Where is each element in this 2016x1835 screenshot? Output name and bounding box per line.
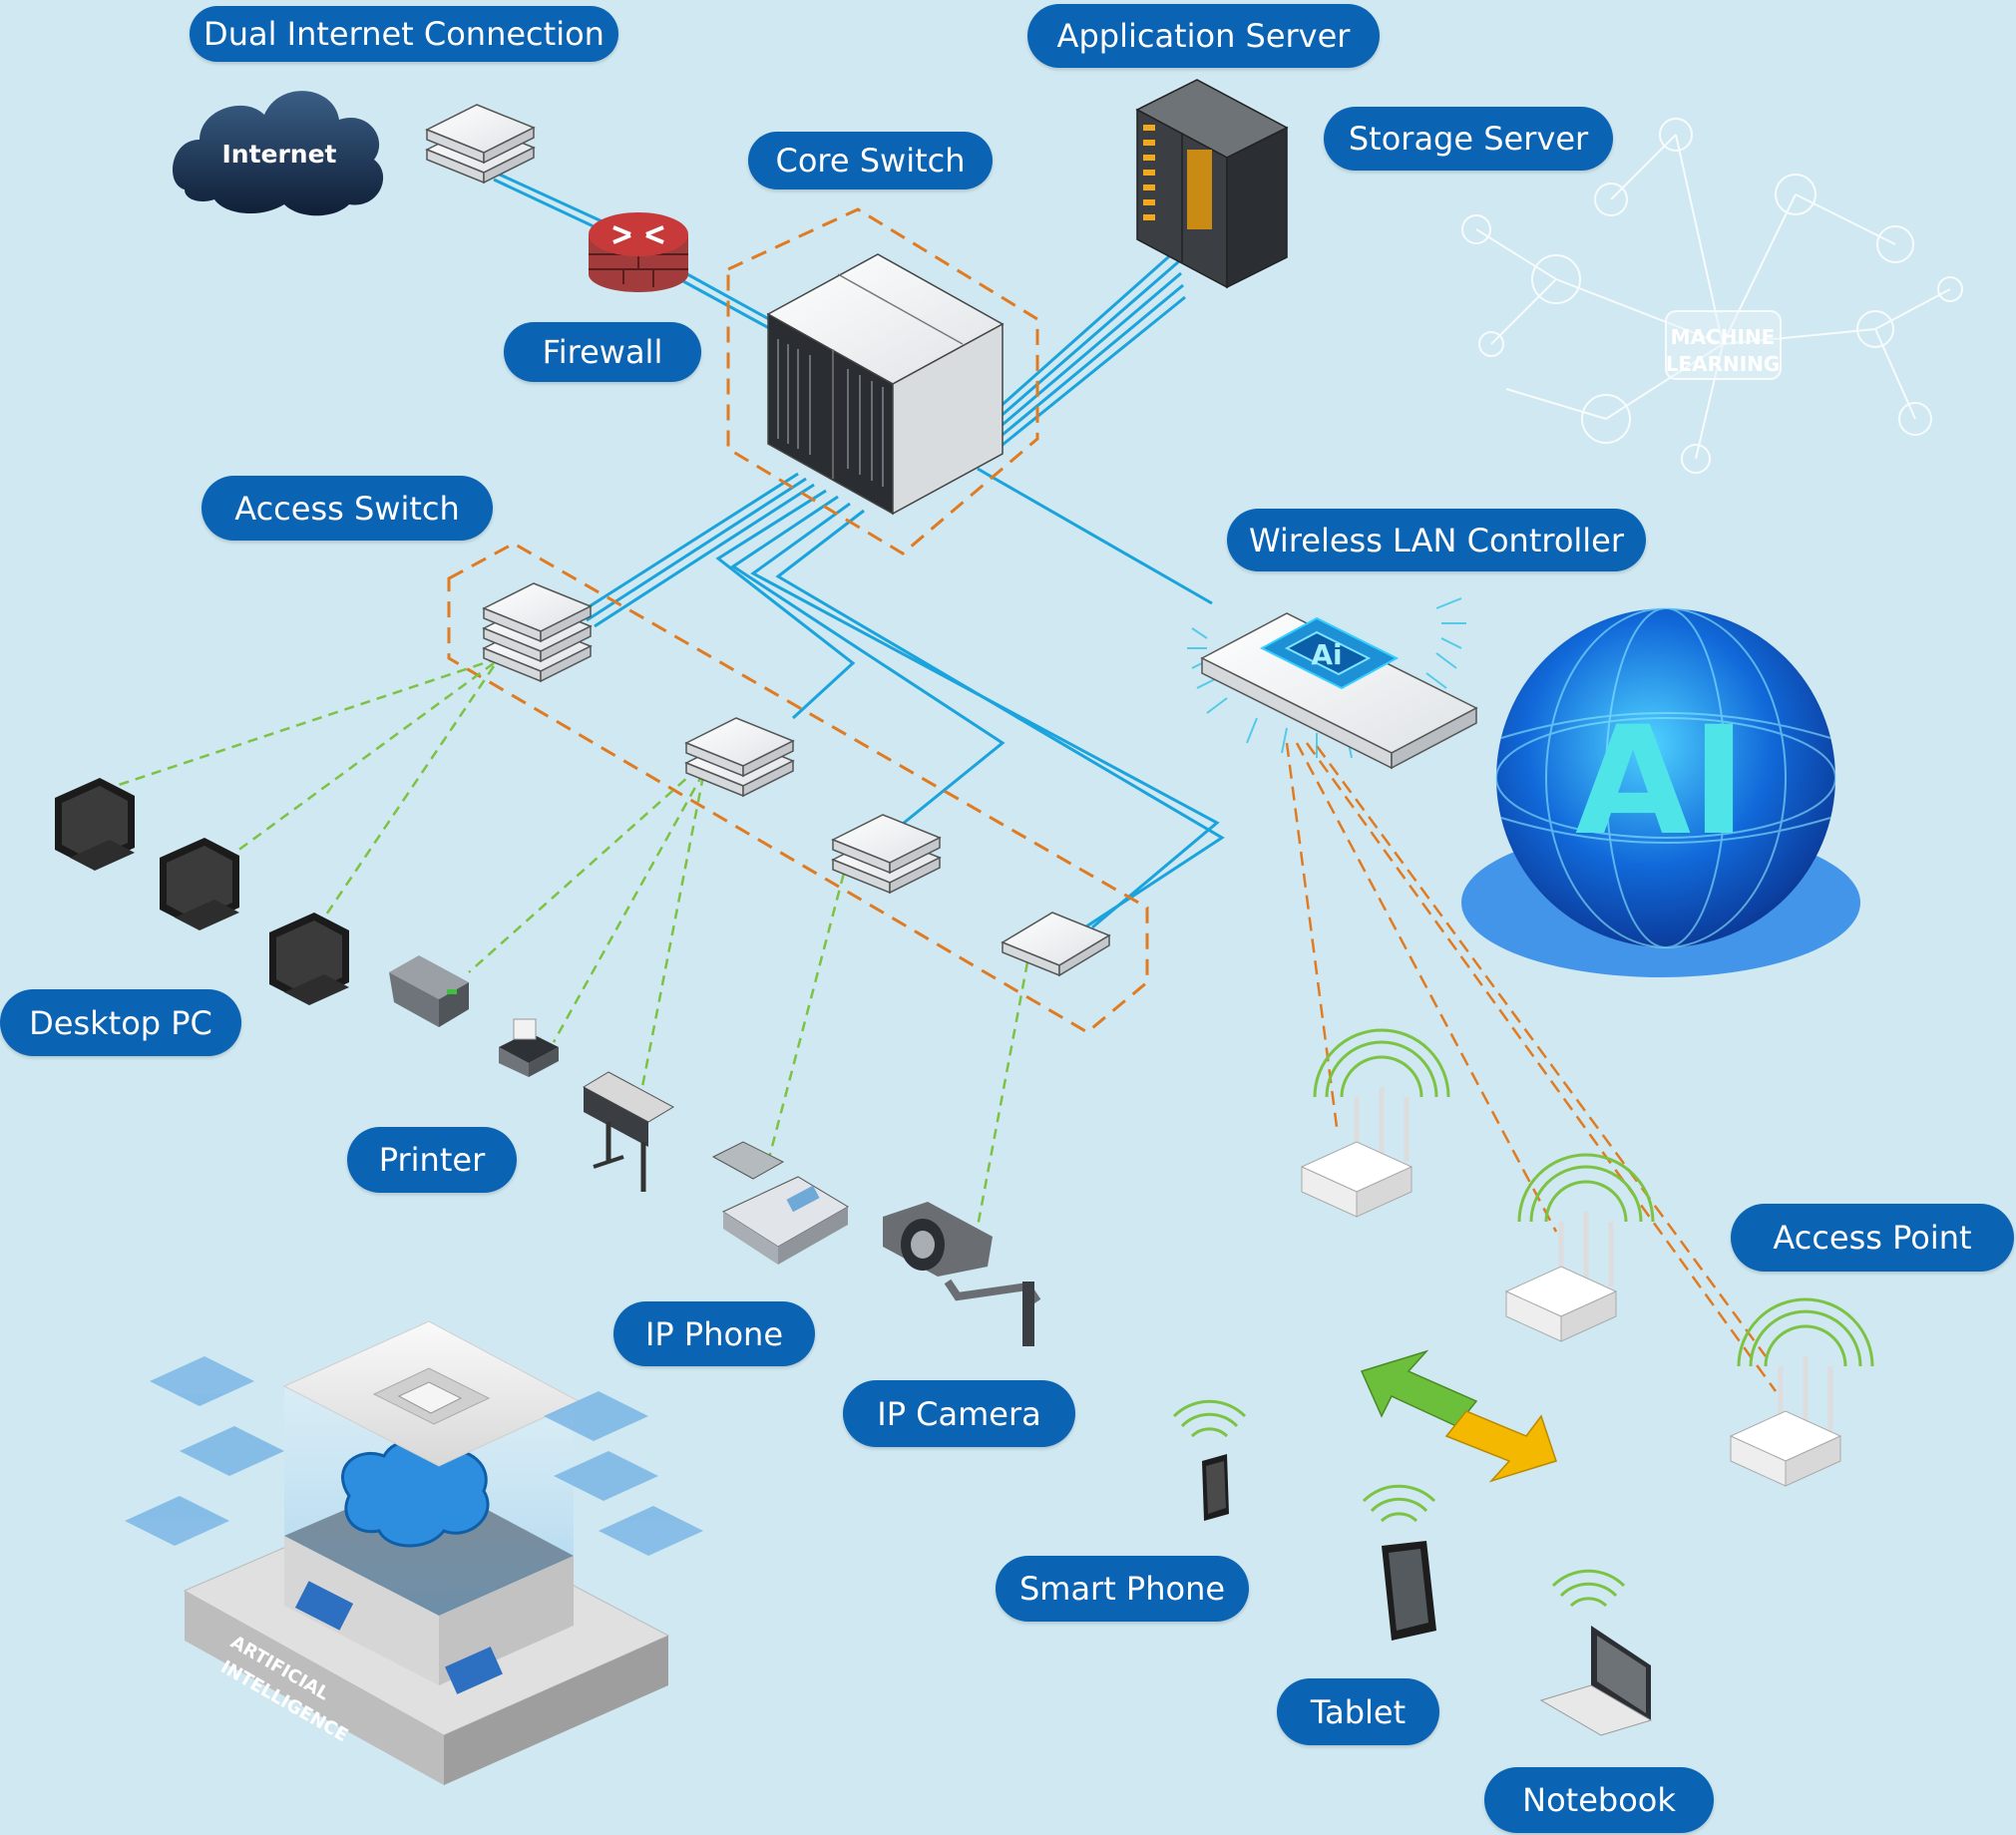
arrow-icon: [1360, 1349, 1478, 1427]
wired-links: [488, 168, 1225, 934]
wlc-chip-text: Ai: [1311, 638, 1342, 671]
core-switch-icon: [766, 253, 1005, 516]
smart-phone-icon: [1172, 1399, 1247, 1521]
svg-text:MACHINE: MACHINE: [1671, 325, 1776, 349]
label-storage-server: Storage Server: [1324, 107, 1613, 171]
label-core-switch: Core Switch: [748, 132, 993, 189]
server-rack-icon: [1135, 79, 1289, 289]
label-wireless-lan-controller: Wireless LAN Controller: [1227, 509, 1646, 571]
ai-globe-text: AI: [1575, 695, 1747, 869]
access-switch-icon: [482, 582, 593, 683]
label-smart-phone: Smart Phone: [996, 1556, 1249, 1622]
label-notebook: Notebook: [1484, 1767, 1714, 1833]
wired-drop-links: [109, 656, 1029, 1228]
access-point-icon: [1504, 1153, 1655, 1342]
firewall-icon: [589, 212, 688, 292]
access-switch-icon: [1001, 912, 1111, 977]
wireless-links: [1285, 742, 1778, 1392]
label-firewall: Firewall: [504, 322, 701, 382]
desktop-pc-icon: [160, 838, 239, 930]
label-application-server: Application Server: [1027, 4, 1380, 68]
ip-camera-icon: [883, 1202, 1041, 1346]
label-desktop-pc: Desktop PC: [0, 989, 241, 1056]
access-switch-icon: [684, 717, 795, 798]
desktop-pc-icon: [269, 913, 349, 1005]
core-switch-outline: [726, 207, 1039, 555]
internet-text: Internet: [221, 140, 336, 169]
printer-icon: [389, 955, 469, 1027]
label-access-point: Access Point: [1731, 1204, 2014, 1272]
wlc-ai-chip-icon: Ai: [1187, 597, 1478, 770]
printer-icon: [499, 1018, 559, 1077]
ai-brain-platform-icon: ARTIFICIAL INTELLIGENCE: [125, 1320, 703, 1785]
label-tablet: Tablet: [1277, 1678, 1439, 1745]
group-outlines: [447, 207, 1149, 1034]
access-point-icon: [1729, 1297, 1874, 1487]
label-access-switch: Access Switch: [202, 476, 493, 541]
label-printer: Printer: [347, 1127, 517, 1193]
desktop-pc-icon: [55, 778, 135, 871]
arrow-icon: [1444, 1410, 1557, 1483]
machine-learning-network-icon: [1461, 118, 1963, 474]
access-switch-icon: [831, 814, 942, 895]
tablet-icon: [1362, 1484, 1436, 1641]
machine-learning-text: MACHINE LEARNING: [1666, 325, 1781, 376]
notebook-icon: [1539, 1569, 1653, 1736]
edge-router-icon: [425, 104, 536, 184]
ai-globe-icon: AI: [1461, 607, 1860, 977]
plotter-icon: [582, 1071, 675, 1192]
access-switch-outline: [447, 542, 1149, 1034]
label-ip-camera: IP Camera: [843, 1380, 1075, 1447]
ip-phone-icon: [711, 1141, 849, 1265]
svg-text:LEARNING: LEARNING: [1666, 352, 1781, 376]
label-ip-phone: IP Phone: [613, 1301, 815, 1366]
internet-cloud-icon: Internet: [173, 91, 384, 216]
label-dual-internet-connection: Dual Internet Connection: [190, 6, 618, 62]
access-point-icon: [1300, 1028, 1450, 1218]
